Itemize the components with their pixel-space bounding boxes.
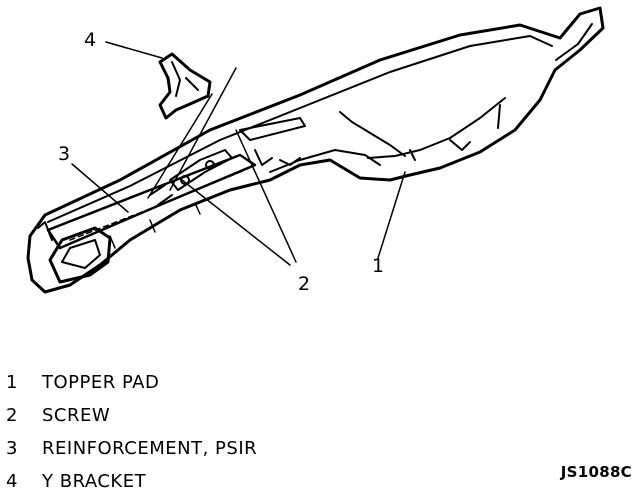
legend-number: 4	[6, 471, 18, 492]
leader-line-2b	[235, 129, 297, 263]
legend-number: 3	[6, 438, 18, 459]
legend-number: 1	[6, 372, 18, 393]
callout-3: 3	[58, 143, 70, 165]
legend-item-y-bracket: 4 Y BRACKET	[6, 470, 466, 503]
legend-label: TOPPER PAD	[42, 372, 160, 393]
topper-pad	[26, 6, 605, 294]
legend-label: REINFORCEMENT, PSIR	[42, 438, 258, 459]
callout-1: 1	[372, 255, 384, 277]
legend-item-reinforcement: 3 REINFORCEMENT, PSIR	[6, 437, 466, 470]
legend-label: SCREW	[42, 405, 111, 426]
reinforcement-psir	[46, 153, 257, 250]
callout-4: 4	[84, 29, 96, 51]
leader-line-4	[105, 41, 163, 59]
legend-item-topper-pad: 1 TOPPER PAD	[6, 371, 466, 404]
screw	[169, 149, 233, 191]
callout-2: 2	[298, 273, 310, 295]
leader-line-2a	[181, 179, 291, 266]
legend-label: Y BRACKET	[42, 471, 147, 492]
exploded-view-drawing: 4 3 2 1	[26, 6, 605, 295]
legend-item-screw: 2 SCREW	[6, 404, 466, 437]
figure-id: JS1088C	[560, 463, 632, 481]
leader-line-3	[71, 163, 129, 213]
leader-line-1	[377, 171, 406, 259]
legend-number: 2	[6, 405, 18, 426]
y-bracket	[158, 52, 212, 120]
